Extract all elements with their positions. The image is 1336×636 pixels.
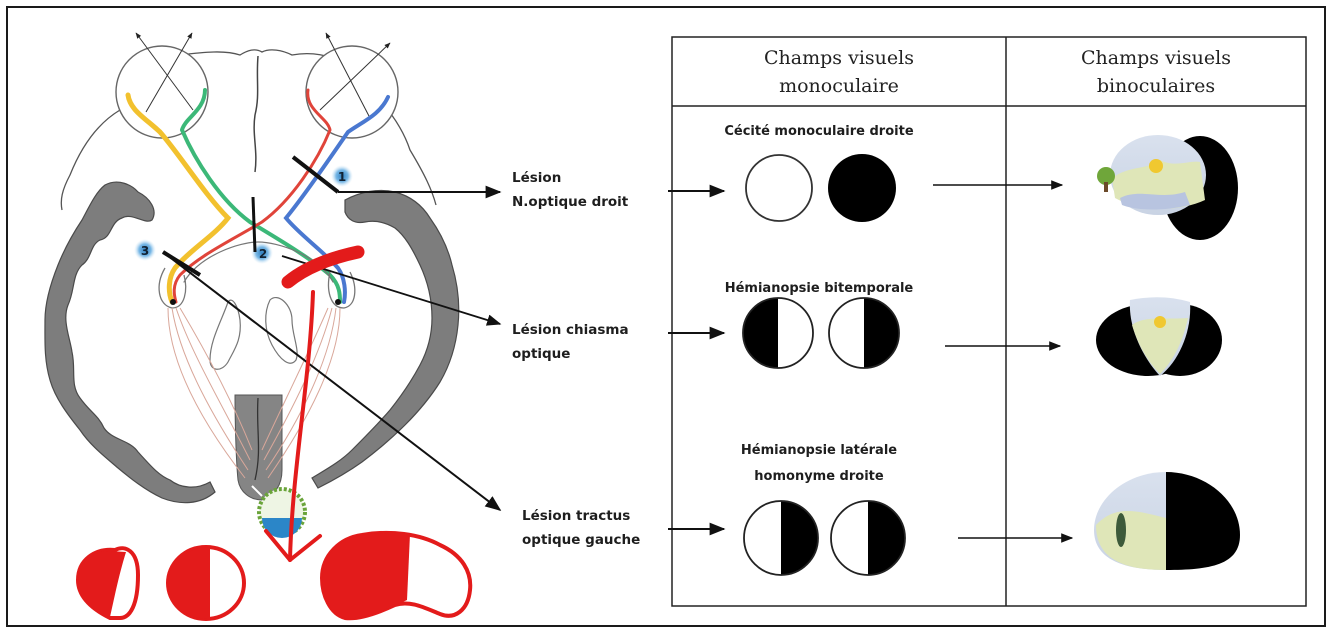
header-monocular-line2: monoculaire <box>779 75 899 97</box>
right-eye <box>305 45 399 139</box>
lesion-labels: Lésion N.optique droit Lésion chiasma op… <box>512 170 640 548</box>
left-lgn-dot <box>170 299 176 305</box>
row1-binocular-field <box>1097 135 1238 240</box>
right-lgn-dot <box>335 299 341 305</box>
lesion-label-3-line2: optique gauche <box>522 532 640 548</box>
deficit-name-2: Hémianopsie bitemporale <box>725 281 914 296</box>
interhemispheric-fissure <box>253 55 259 173</box>
header-monocular-line1: Champs visuels <box>764 47 914 69</box>
right-ventricle <box>265 297 298 364</box>
left-eye-ray-2 <box>135 32 194 111</box>
annotation-t-bar <box>281 245 365 289</box>
outer-frame <box>6 6 1326 627</box>
lesion-marker-2: 2 <box>259 247 267 261</box>
leader-arrow-3 <box>162 251 502 511</box>
lesion-marker-3: 3 <box>141 244 149 258</box>
left-eye-ray-1 <box>145 32 193 113</box>
visual-cortex-disc <box>251 485 307 538</box>
pathway-left-nasal <box>179 88 342 304</box>
right-eye-ray-1 <box>319 42 391 111</box>
lesion-marker-1-halo <box>331 165 353 187</box>
right-lgn <box>327 271 356 309</box>
row2-binocular-field <box>1096 297 1222 376</box>
lesion-label-2-line2: optique <box>512 346 570 362</box>
lesion-marker-2-halo <box>251 242 273 264</box>
lesion-label-2-line1: Lésion chiasma <box>512 322 629 338</box>
header-binocular-line1: Champs visuels <box>1081 47 1231 69</box>
deficit-name-3-line2: homonyme droite <box>754 469 884 484</box>
row2-right-eye-field <box>828 297 900 369</box>
lesion-cut-optic-nerve <box>291 155 340 194</box>
annotation-down-line <box>288 290 315 562</box>
red-annotations <box>75 245 473 621</box>
lesion-label-3-line1: Lésion tractus <box>522 508 630 524</box>
row1-right-eye-field <box>828 154 896 222</box>
brain-illustration: 1 2 3 <box>44 32 460 538</box>
optic-radiations <box>167 307 341 479</box>
annotation-right-eye-field <box>166 545 246 621</box>
annotation-left-eye-field <box>75 546 141 620</box>
cortex-left <box>44 181 216 504</box>
row1-left-eye-field <box>745 154 813 222</box>
deficit-name-1: Cécité monoculaire droite <box>724 124 913 139</box>
row2-left-eye-field <box>742 297 814 369</box>
lesion-label-1-line1: Lésion <box>512 170 561 186</box>
lesion-marker-1: 1 <box>338 170 346 184</box>
calcarine-fissure <box>254 397 260 481</box>
visual-field-table: Champs visuels monoculaire Champs visuel… <box>668 36 1307 607</box>
lesion-label-1-line2: N.optique droit <box>512 194 629 210</box>
left-eye <box>115 45 209 139</box>
annotation-binocular-field <box>319 530 473 621</box>
lesion-cut-chiasm <box>251 196 257 253</box>
left-ventricle <box>209 299 241 370</box>
row3-binocular-field <box>1094 472 1240 570</box>
row3-left-eye-field <box>743 500 819 576</box>
deficit-name-3-line1: Hémianopsie latérale <box>741 443 897 458</box>
table-border <box>671 36 1307 607</box>
brain-frontal-outline-left <box>60 109 121 211</box>
pathway-right-nasal <box>172 88 332 304</box>
row3-right-eye-field <box>830 500 906 576</box>
lesion-marker-3-halo <box>134 239 156 261</box>
annotation-arrowhead <box>264 529 322 562</box>
header-binocular-line2: binoculaires <box>1097 75 1215 97</box>
cortex-right <box>311 189 460 489</box>
right-eye-ray-2 <box>325 32 371 119</box>
pathway-left-temporal <box>125 92 232 305</box>
